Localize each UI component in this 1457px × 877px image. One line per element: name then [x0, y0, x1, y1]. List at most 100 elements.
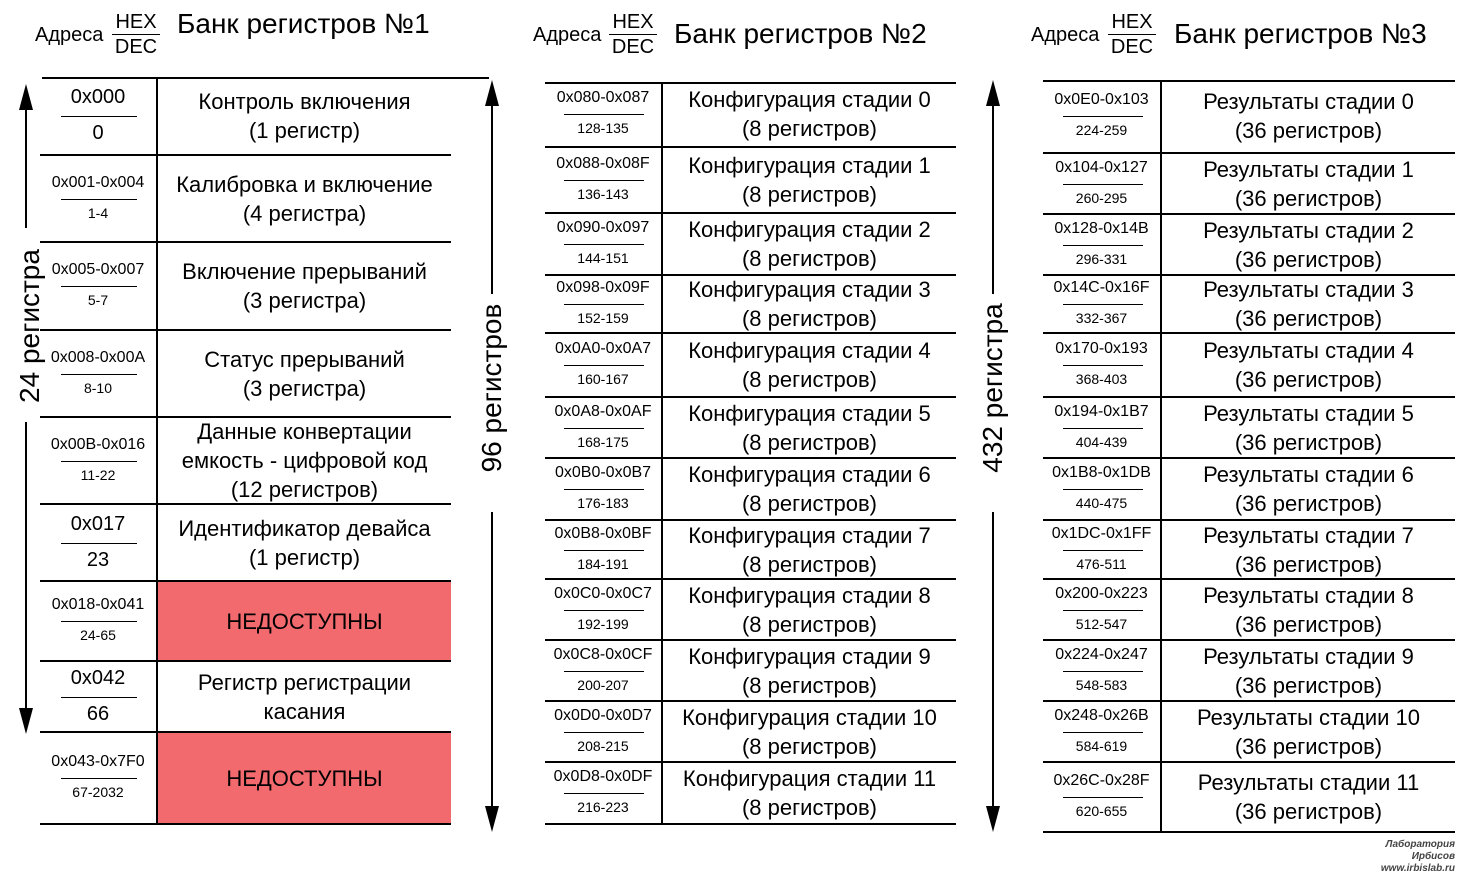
address-fraction-line — [564, 549, 644, 551]
register-hex-address: 0x0C8-0x0CF — [553, 645, 653, 663]
register-description-line: Результаты стадии 8 — [1203, 582, 1414, 608]
register-description-line: Результаты стадии 11 — [1197, 770, 1420, 795]
register-description-line: Конфигурация стадии 9 — [688, 643, 931, 669]
register-dec-address: 176-183 — [577, 495, 629, 511]
register-hex-address: 0x224-0x247 — [1055, 645, 1148, 663]
register-dec-address: 66 — [86, 702, 110, 725]
register-description-line: Конфигурация стадии 10 — [682, 704, 937, 730]
bank2-hex-label: HEX — [609, 11, 657, 35]
bank2-register-count: 96 регистров — [476, 303, 507, 473]
register-address-cell: 0x0C8-0x0CF 200-207 — [545, 641, 663, 700]
register-dec-address: 192-199 — [577, 615, 629, 632]
register-description-line: (36 регистров) — [1234, 306, 1383, 331]
bank3-address-label: Адреса — [1031, 24, 1100, 46]
register-hex-address: 0x00B-0x016 — [50, 435, 146, 453]
register-description-line: (8 регистров) — [741, 246, 878, 271]
register-description-cell: Результаты стадии 0(36 регистров) — [1162, 80, 1455, 152]
bank2-arrow-up-icon — [485, 80, 499, 106]
register-dec-address: 200-207 — [577, 676, 629, 693]
register-description-line: (36 регистров) — [1234, 672, 1383, 698]
table-top-border — [42, 77, 489, 79]
register-dec-address: 476-511 — [1076, 555, 1127, 572]
register-hex-address: 0x1DC-0x1FF — [1051, 524, 1152, 542]
register-description-line: (8 регистров) — [741, 795, 878, 820]
register-description-line: Контроль включения — [198, 88, 411, 114]
register-description-line: (1 регистр) — [248, 117, 361, 143]
register-hex-address: 0x0D0-0x0D7 — [554, 706, 652, 724]
register-description-line: Результаты стадии 4 — [1203, 338, 1414, 363]
address-fraction-line — [564, 793, 644, 794]
register-description-line: Конфигурация стадии 7 — [688, 522, 931, 548]
watermark-line: Лаборатория — [1385, 839, 1456, 850]
register-description-line: (36 регистров) — [1234, 246, 1383, 272]
address-fraction-line — [61, 696, 137, 698]
address-fraction-line — [564, 489, 644, 490]
register-hex-address: 0x018-0x041 — [51, 596, 145, 614]
bank2-dec-label: DEC — [611, 36, 655, 58]
register-description-cell: Калибровка и включение(4 регистра) — [158, 156, 451, 241]
register-description-line: Калибровка и включение — [176, 171, 433, 197]
register-description-cell: Статус прерываний(3 регистра) — [158, 331, 451, 416]
register-description-line: Результаты стадии 1 — [1203, 156, 1414, 182]
register-dec-address: 152-159 — [577, 310, 629, 326]
bank2-address-label: Адреса — [533, 24, 602, 46]
register-description-line: (3 регистра) — [242, 288, 367, 313]
address-fraction-line — [1062, 609, 1143, 611]
register-hex-address: 0x017 — [70, 512, 126, 535]
register-description-line: Данные конвертации — [197, 419, 412, 444]
address-fraction-line — [564, 304, 644, 305]
register-hex-address: 0x128-0x14B — [1054, 219, 1149, 237]
register-dec-address: 216-223 — [577, 799, 629, 815]
register-dec-address: 184-191 — [577, 555, 629, 572]
address-fraction-line — [564, 427, 644, 429]
register-description-line: (12 регистров) — [230, 477, 379, 502]
register-description-cell: Конфигурация стадии 4(8 регистров) — [663, 334, 956, 396]
register-dec-address: 440-475 — [1075, 495, 1128, 511]
bank2-title: Банк регистров №2 — [674, 18, 927, 49]
bank3-arrow-shaft-bottom — [992, 512, 994, 808]
watermark: Лаборатория Ирбисов www.irbislab.ru — [1381, 839, 1455, 875]
bank1-arrow-down-icon — [19, 708, 33, 734]
register-description-line: (1 регистр) — [248, 544, 361, 570]
register-hex-address: 0x005-0x007 — [51, 261, 145, 279]
register-description-cell: Результаты стадии 6(36 регистров) — [1162, 459, 1455, 519]
address-fraction-line — [61, 542, 137, 544]
register-description-line: Результаты стадии 2 — [1203, 217, 1414, 243]
register-dec-address: 144-151 — [577, 250, 629, 266]
register-description-line: (3 регистра) — [242, 375, 367, 401]
register-dec-address: 67-2032 — [72, 784, 124, 800]
register-description-line: (8 регистров) — [741, 429, 878, 455]
register-description-line: (36 регистров) — [1234, 185, 1383, 211]
register-description-line: Конфигурация стадии 1 — [688, 153, 931, 178]
register-description-line: (36 регистров) — [1234, 799, 1383, 824]
register-description-line: НЕДОСТУПНЫ — [226, 765, 383, 791]
register-description-cell: Конфигурация стадии 6(8 регистров) — [663, 459, 956, 519]
bank1-dec-label: DEC — [114, 36, 158, 58]
